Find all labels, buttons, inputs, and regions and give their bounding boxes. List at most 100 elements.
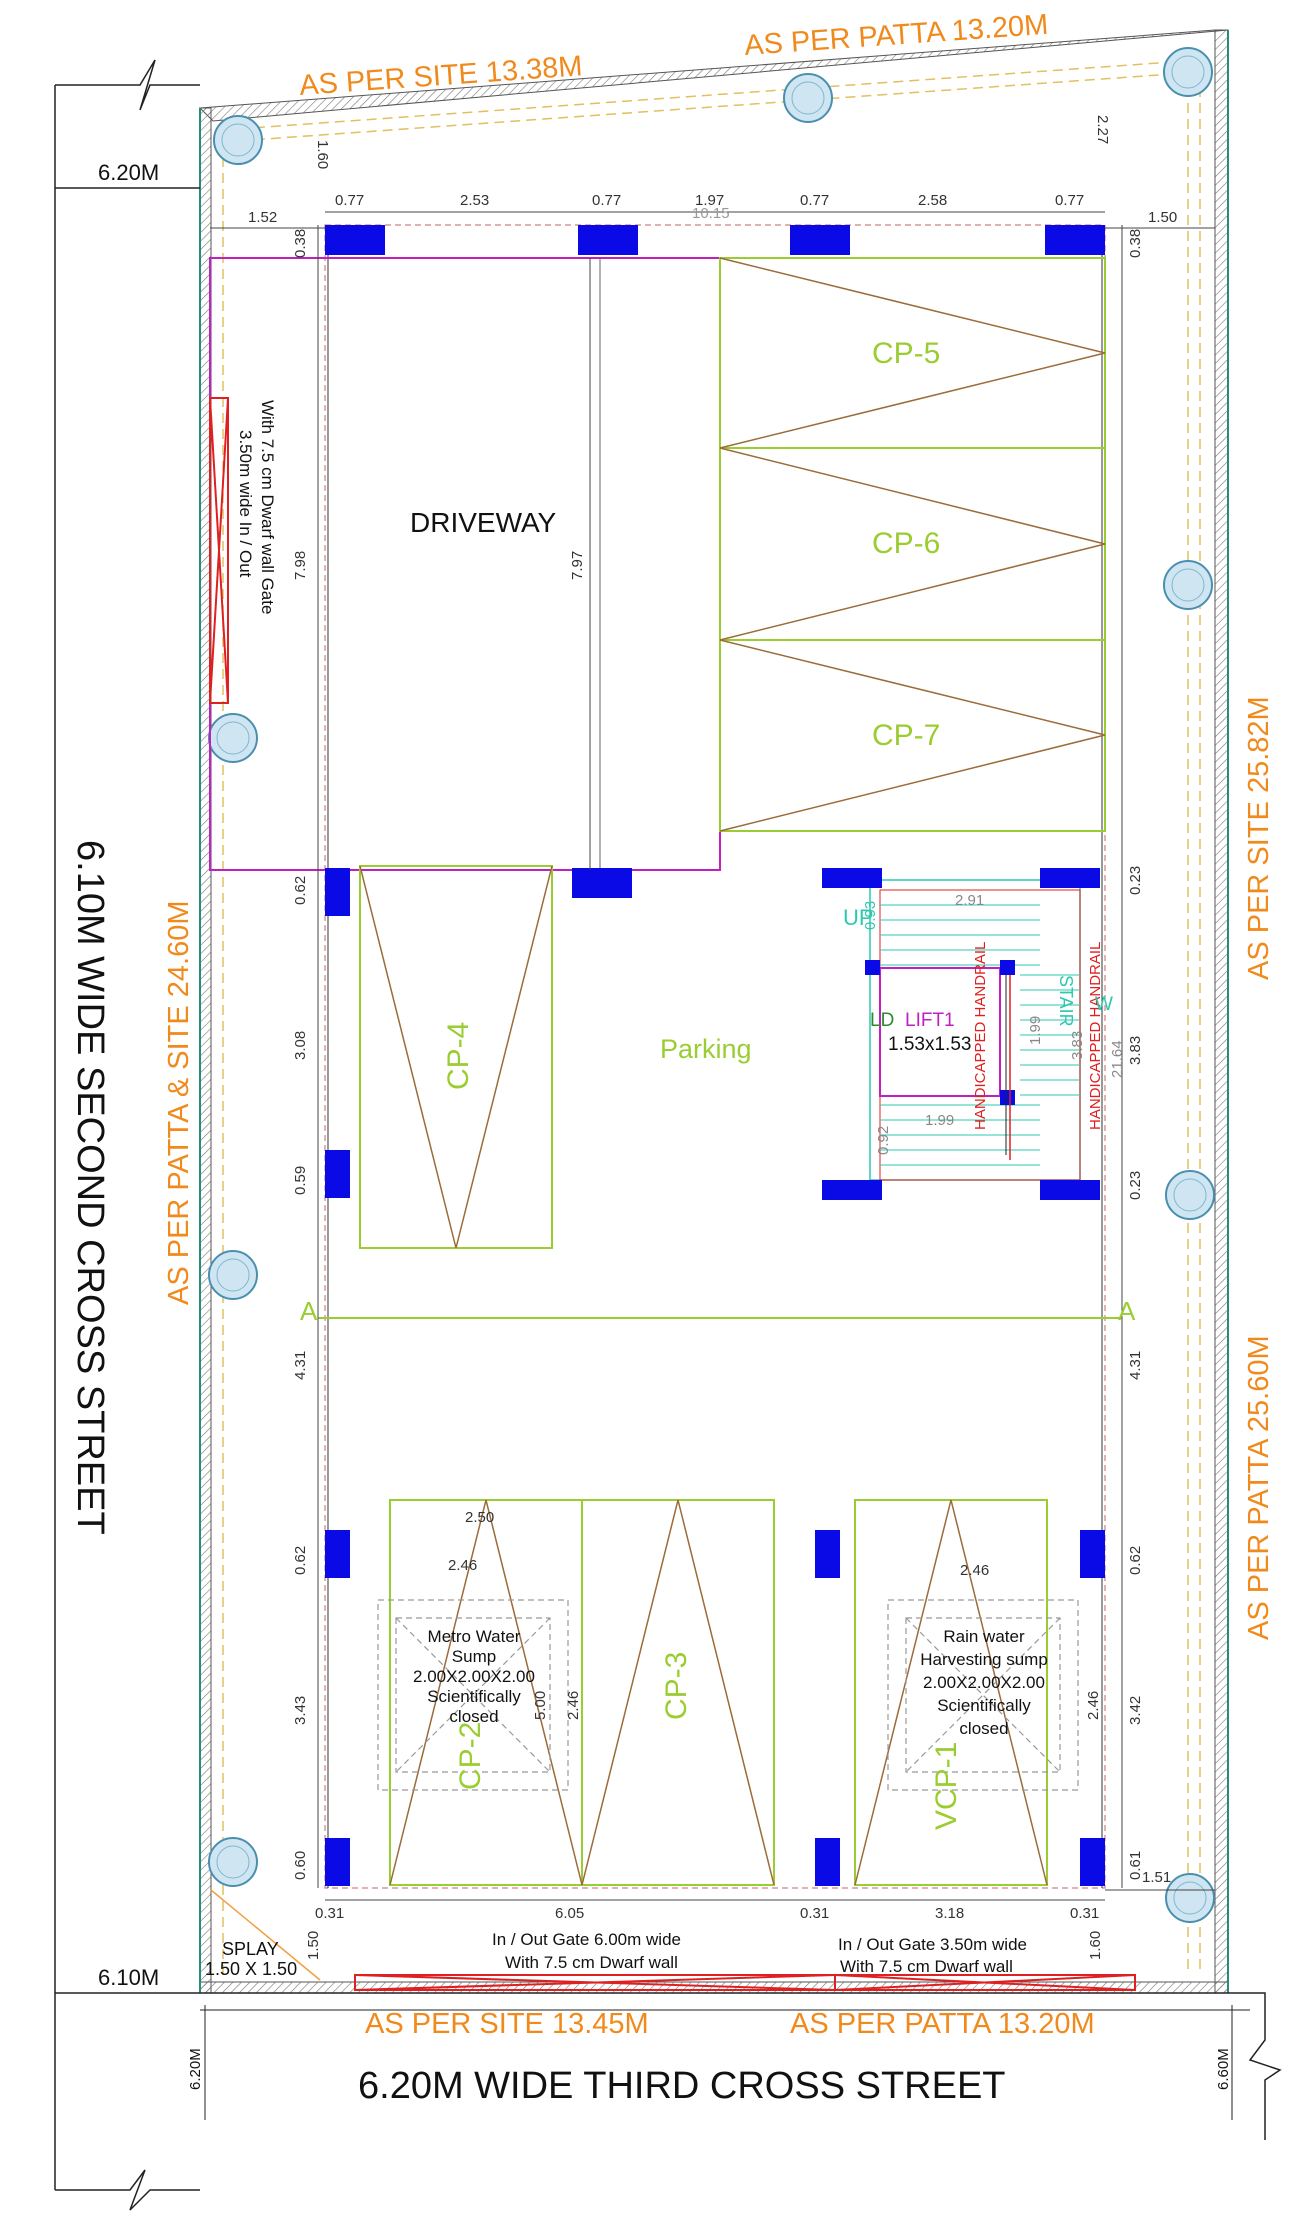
metro-sump-text: Metro Water Sump 2.00X2.00X2.00 Scientif… [413, 1627, 535, 1726]
svg-text:2.00X2.00X2.00: 2.00X2.00X2.00 [413, 1667, 535, 1686]
svg-text:3.83: 3.83 [1127, 1036, 1144, 1065]
svg-text:0.77: 0.77 [592, 192, 621, 209]
svg-text:0.62: 0.62 [1127, 1546, 1144, 1575]
bottom-street-label: 6.20M WIDE THIRD CROSS STREET [358, 2065, 1006, 2107]
street-lines [54, 59, 1282, 2211]
svg-text:0.61: 0.61 [1127, 1851, 1144, 1880]
street-width-660: 6.60M [1215, 2048, 1232, 2090]
svg-text:21.64: 21.64 [1109, 1040, 1126, 1078]
svg-text:Metro Water: Metro Water [428, 1627, 521, 1646]
bottom-gate-1-line1: In / Out Gate 6.00m wide [492, 1930, 681, 1949]
building-outline [324, 224, 1106, 1889]
svg-text:0.38: 0.38 [1127, 229, 1144, 258]
cp1-label: VCP-1 [930, 1742, 963, 1830]
handrail-label-1: HANDICAPPED HANDRAIL [972, 942, 989, 1130]
column [578, 225, 638, 255]
svg-text:Rain water: Rain water [943, 1627, 1025, 1646]
boundary-walls [198, 29, 1229, 1994]
lift-size-label: 1.53x1.53 [888, 1034, 971, 1055]
car-parks-bottom [389, 1499, 1048, 1886]
column [572, 868, 632, 898]
svg-text:0.77: 0.77 [335, 192, 364, 209]
bottom-patta-label: AS PER PATTA 13.20M [790, 2008, 1095, 2040]
tree-icon [208, 713, 258, 763]
svg-text:0.23: 0.23 [1127, 1171, 1144, 1200]
sumps [377, 1599, 1079, 1791]
svg-text:2.27: 2.27 [1094, 115, 1111, 144]
section-a-right: A [1118, 1296, 1136, 1326]
column [790, 225, 850, 255]
tree-icon [213, 115, 263, 165]
splay-line [210, 1889, 321, 1981]
splay-label-2: 1.50 X 1.50 [205, 1959, 297, 1979]
column [325, 1838, 350, 1886]
column [815, 1530, 840, 1578]
bottom-gates [354, 1974, 1136, 1991]
svg-text:2.00X2.00X2.00: 2.00X2.00X2.00 [923, 1673, 1045, 1692]
svg-text:2.46: 2.46 [448, 1557, 477, 1574]
svg-text:3.83: 3.83 [1069, 1031, 1086, 1060]
svg-text:0.92: 0.92 [875, 1126, 892, 1155]
svg-text:2.46: 2.46 [565, 1691, 582, 1720]
svg-text:1.50: 1.50 [305, 1931, 322, 1960]
column [815, 1838, 840, 1886]
column [822, 1180, 882, 1200]
column [1040, 1180, 1100, 1200]
svg-text:0.31: 0.31 [800, 1905, 829, 1922]
cp4-label: CP-4 [442, 1022, 475, 1090]
bottom-gate-1-line2: With 7.5 cm Dwarf wall [505, 1953, 678, 1972]
street-width-610: 6.10M [98, 1965, 159, 1990]
stair-label: STAIR [1056, 975, 1076, 1027]
section-a-left: A [300, 1296, 318, 1326]
svg-text:closed: closed [449, 1707, 498, 1726]
tree-icon [1165, 1170, 1215, 1220]
side-gate-text-2: 3.50m wide In / Out [236, 430, 255, 578]
svg-text:1.51: 1.51 [1142, 1869, 1171, 1886]
bottom-site-label: AS PER SITE 13.45M [365, 2008, 649, 2040]
svg-text:Scientifically: Scientifically [427, 1687, 521, 1706]
svg-text:Scientifically: Scientifically [937, 1696, 1031, 1715]
svg-text:0.62: 0.62 [292, 876, 309, 905]
svg-text:0.62: 0.62 [292, 1546, 309, 1575]
svg-text:6.05: 6.05 [555, 1905, 584, 1922]
cp6-label: CP-6 [872, 527, 940, 560]
driveway-label: DRIVEWAY [410, 507, 557, 538]
svg-text:2.50: 2.50 [465, 1509, 494, 1526]
svg-text:0.77: 0.77 [800, 192, 829, 209]
tree-icon [208, 1250, 258, 1300]
cp3-label: CP-3 [660, 1652, 693, 1720]
svg-text:5.00: 5.00 [532, 1691, 549, 1720]
left-patta-site-label: AS PER PATTA & SITE 24.60M [163, 900, 195, 1305]
column [1080, 1838, 1105, 1886]
column [822, 868, 882, 888]
tree-icon [1163, 47, 1213, 97]
svg-text:2.91: 2.91 [955, 892, 984, 909]
svg-text:0.38: 0.38 [292, 229, 309, 258]
street-width-top: 6.20M [98, 160, 159, 185]
column [325, 1150, 350, 1198]
svg-text:3.18: 3.18 [935, 1905, 964, 1922]
tree-icon [783, 73, 833, 123]
svg-text:4.31: 4.31 [292, 1351, 309, 1380]
svg-text:1.99: 1.99 [925, 1112, 954, 1129]
svg-text:0.23: 0.23 [1127, 866, 1144, 895]
svg-text:1.99: 1.99 [1027, 1016, 1044, 1045]
right-site-label: AS PER SITE 25.82M [1243, 696, 1275, 980]
left-street-label: 6.10M WIDE SECOND CROSS STREET [69, 840, 111, 1535]
stair-lift-block [865, 879, 1081, 1181]
svg-text:0.77: 0.77 [1055, 192, 1084, 209]
w-label: W [1095, 994, 1113, 1015]
lift-label: LIFT1 [905, 1010, 955, 1031]
svg-text:10.15: 10.15 [692, 205, 730, 222]
splay-label-1: SPLAY [222, 1939, 279, 1959]
svg-text:closed: closed [959, 1719, 1008, 1738]
svg-text:2.46: 2.46 [960, 1562, 989, 1579]
driveway-zone [209, 257, 721, 871]
svg-text:1.52: 1.52 [248, 209, 277, 226]
column [325, 1530, 350, 1578]
column [1045, 225, 1105, 255]
column [1080, 1530, 1105, 1578]
columns [325, 225, 1105, 1886]
svg-text:1.50: 1.50 [1148, 209, 1177, 226]
